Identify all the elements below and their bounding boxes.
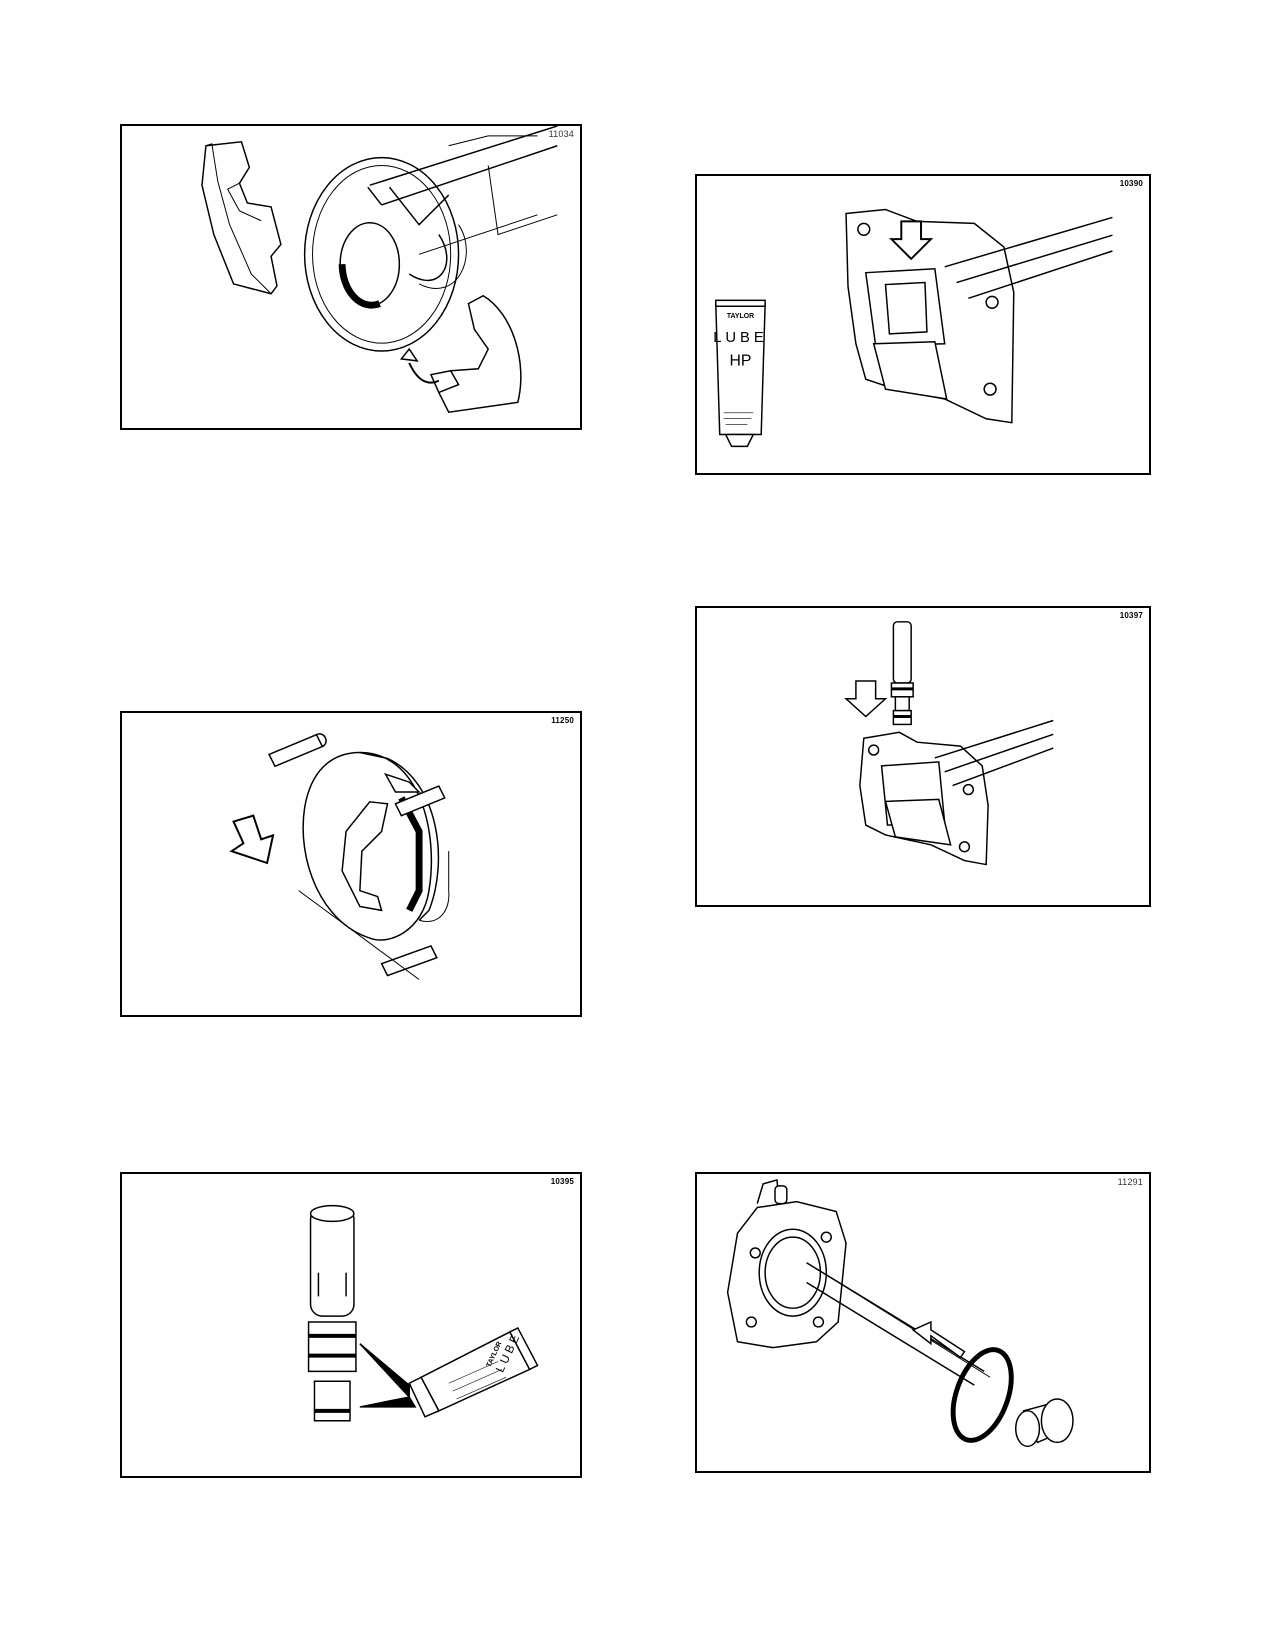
figure-11250: 11250 — [120, 711, 582, 1017]
figure-10395: 10395 TAYLOR LUBE — [120, 1172, 582, 1478]
tube-hp-label: HP — [730, 352, 752, 369]
valve-body-lube-illustration: TAYLOR LUBE HP — [713, 208, 1113, 448]
shaft-oring-illustration — [726, 1178, 1074, 1448]
figure-11034: 11034 — [120, 124, 582, 430]
figure-number: 10397 — [1119, 611, 1143, 620]
figure-number: 11034 — [548, 129, 574, 139]
ring-screws-illustration — [229, 733, 450, 980]
figure-11291: 11291 — [695, 1172, 1151, 1473]
tube-brand: TAYLOR — [727, 313, 754, 320]
figure-number: 10395 — [550, 1177, 574, 1186]
figure-10390: 10390 TAYLOR LUBE HP — [695, 174, 1151, 475]
figure-number: 10390 — [1119, 179, 1143, 188]
ring-assembly-illustration — [201, 126, 558, 414]
figure-number: 11291 — [1117, 1177, 1143, 1187]
figure-number: 11250 — [551, 716, 574, 725]
piston-lube-illustration: TAYLOR LUBE — [307, 1204, 539, 1422]
tube-lube-label: LUBE — [713, 330, 767, 346]
figure-10397: 10397 — [695, 606, 1151, 907]
piston-insert-illustration — [844, 621, 1054, 866]
